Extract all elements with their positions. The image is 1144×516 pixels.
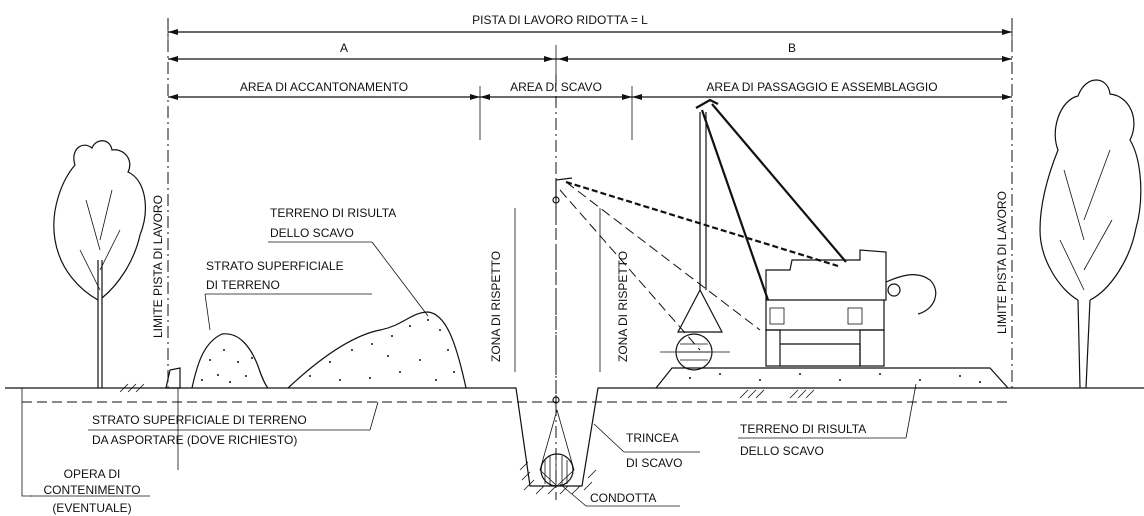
callout-spoil-bottom-2: DELLO SCAVO bbox=[740, 444, 824, 458]
passage-spoil-layer bbox=[655, 367, 1009, 389]
retaining-structure bbox=[165, 367, 181, 389]
callout-strip-1: STRATO SUPERFICIALE DI TERRENO bbox=[92, 413, 307, 427]
callout-topsoil-1: STRATO SUPERFICIALE bbox=[206, 259, 344, 273]
callout-retaining-3: (EVENTUALE) bbox=[52, 501, 131, 515]
callout-pipe: CONDOTTA bbox=[590, 491, 656, 505]
dimension-lines bbox=[167, 22, 1013, 140]
callout-spoil-top-1: TERRENO DI RISULTA bbox=[270, 206, 396, 220]
callout-retaining-2: CONTENIMENTO bbox=[43, 483, 140, 497]
limit-label-left: LIMITE PISTA DI LAVORO bbox=[151, 195, 165, 338]
callout-strip-2: DA ASPORTARE (DOVE RICHIESTO) bbox=[92, 433, 297, 447]
pipelayer-icon bbox=[552, 98, 937, 410]
part-a-label: A bbox=[340, 41, 348, 55]
rispetto-label-left: ZONA DI RISPETTO bbox=[489, 251, 503, 362]
part-b-label: B bbox=[788, 41, 796, 55]
callout-retaining-1: OPERA DI bbox=[64, 467, 121, 481]
tree-right-icon bbox=[1039, 79, 1142, 389]
callout-trench-2: DI SCAVO bbox=[626, 456, 682, 470]
callout-spoil-bottom-1: TERRENO DI RISULTA bbox=[740, 422, 866, 436]
pipe-icon bbox=[539, 409, 575, 487]
callout-spoil-top-2: DELLO SCAVO bbox=[270, 226, 354, 240]
area-accantonamento-label: AREA DI ACCANTONAMENTO bbox=[240, 80, 408, 94]
limit-label-right: LIMITE PISTA DI LAVORO bbox=[995, 191, 1009, 334]
area-scavo-label: AREA DI SCAVO bbox=[510, 80, 602, 94]
callout-leaders bbox=[30, 241, 917, 507]
topsoil-mound bbox=[191, 333, 269, 389]
area-passaggio-label: AREA DI PASSAGGIO E ASSEMBLAGGIO bbox=[706, 80, 937, 94]
callout-trench-1: TRINCEA bbox=[626, 431, 679, 445]
callout-topsoil-2: DI TERRENO bbox=[206, 278, 280, 292]
total-width-label: PISTA DI LAVORO RIDOTTA = L bbox=[472, 13, 648, 27]
rispetto-label-right: ZONA DI RISPETTO bbox=[616, 251, 630, 362]
tree-left-icon bbox=[53, 140, 146, 388]
spoil-heap bbox=[287, 311, 467, 389]
